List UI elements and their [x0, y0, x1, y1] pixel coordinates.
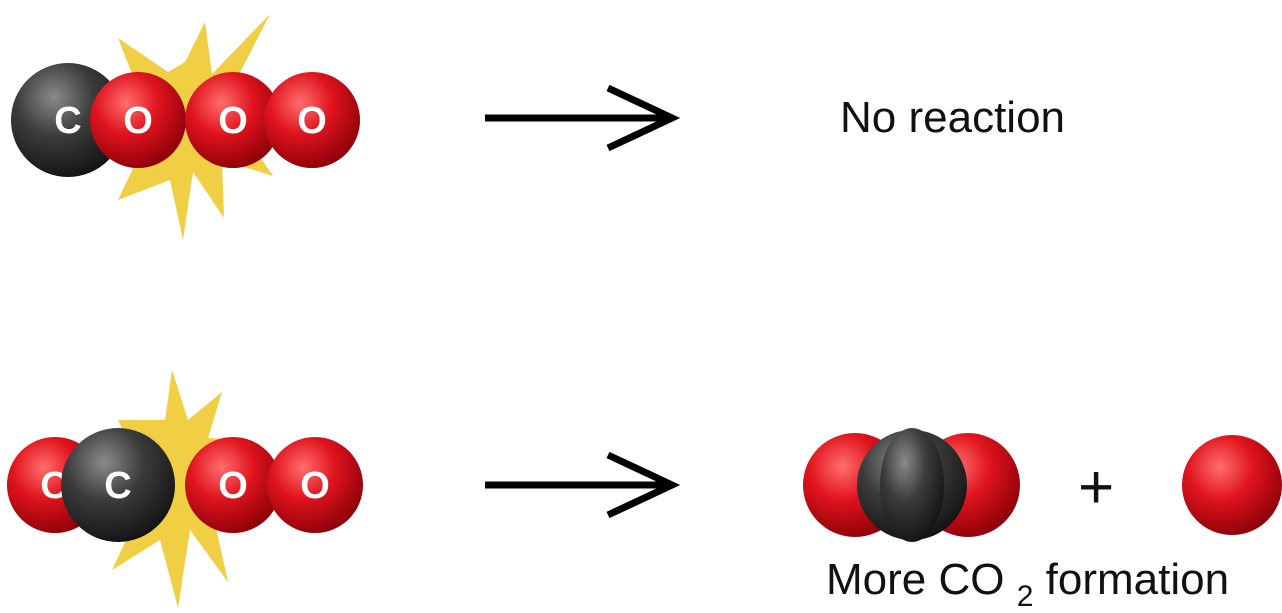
caption-main: More CO — [826, 555, 1004, 604]
atom-symbol: C — [54, 100, 81, 142]
oxygen-atom: O — [90, 72, 186, 168]
carbon-sphere — [11, 63, 125, 177]
oxygen-sphere — [185, 72, 281, 168]
oxygen-sphere — [267, 437, 363, 533]
oxygen-atom: O — [267, 437, 363, 533]
result-no-reaction: No reaction — [840, 93, 1065, 142]
oxygen-atom — [1182, 435, 1282, 535]
caption-tail: formation — [1046, 555, 1229, 604]
plus-sign: + — [1078, 453, 1114, 522]
oxygen-atom: O — [264, 72, 360, 168]
reaction-arrow-top — [485, 84, 681, 152]
oxygen-sphere — [264, 72, 360, 168]
atom-symbol: O — [218, 465, 248, 507]
product-co2-molecule — [803, 428, 1020, 542]
atom-symbol: O — [297, 100, 327, 142]
product-oxygen-atom — [1182, 435, 1282, 535]
atom-symbol: O — [123, 100, 153, 142]
atom-symbol: O — [300, 465, 330, 507]
carbon-atom: C — [61, 428, 175, 542]
oxygen-atom: O — [185, 72, 281, 168]
atom-symbol: O — [218, 100, 248, 142]
reaction-arrow-bottom — [485, 451, 681, 519]
oxygen-sphere — [1182, 435, 1282, 535]
oxygen-sphere — [90, 72, 186, 168]
atom-symbol: C — [104, 465, 131, 507]
caption-subscript: 2 — [1017, 580, 1034, 613]
oxygen-sphere — [185, 437, 281, 533]
caption-co2-formation: More CO 2 formation — [826, 555, 1229, 613]
carbon-atom: C — [11, 63, 125, 177]
carbon-atom-core — [880, 428, 944, 542]
oxygen-atom: O — [185, 437, 281, 533]
collision-burst-bottom — [104, 370, 252, 608]
carbon-sphere — [61, 428, 175, 542]
